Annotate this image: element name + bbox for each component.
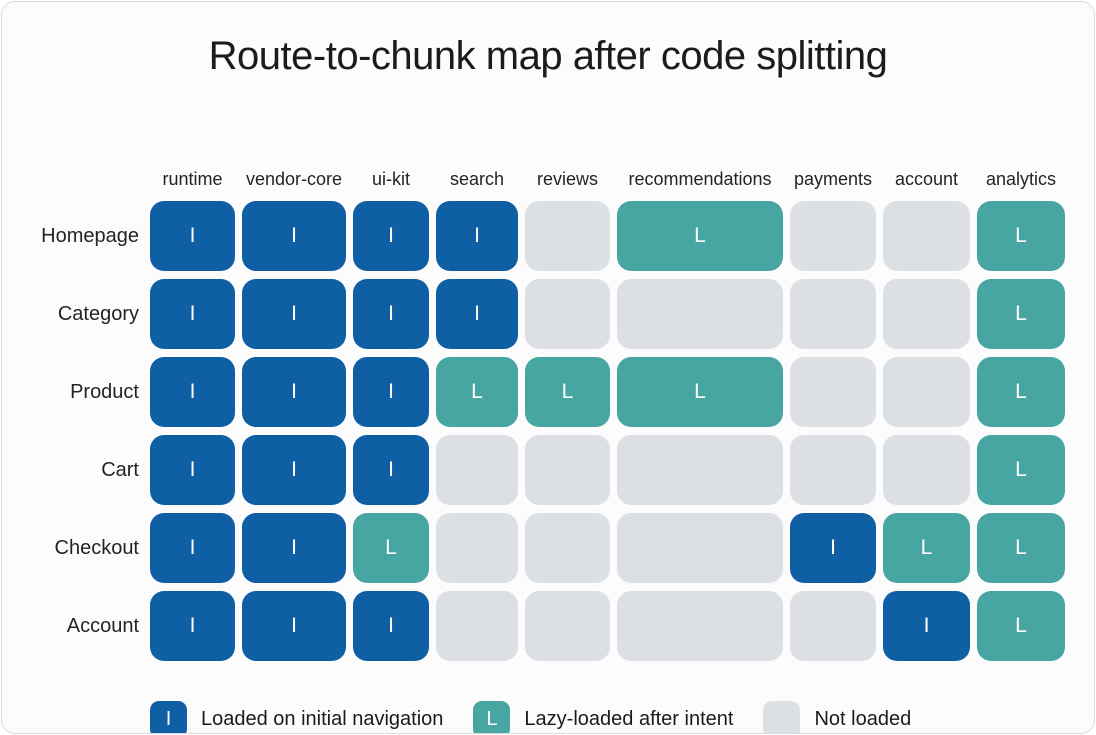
legend-swatch-none (763, 701, 801, 733)
matrix-cell-product-reviews: L (525, 357, 610, 427)
row-label-cart: Cart (101, 458, 139, 481)
matrix-grid: runtime vendor-core ui-kit search reviews rec… (36, 123, 1065, 661)
matrix-cell-homepage-vendor-core: I (242, 201, 346, 271)
matrix-cell-cart-search (436, 435, 518, 505)
matrix-cell-category-runtime: I (150, 279, 235, 349)
matrix-cell-cart-ui-kit: I (353, 435, 429, 505)
matrix-cell-product-ui-kit: I (353, 357, 429, 427)
column-header-recommendations: recommendations (628, 169, 772, 189)
matrix-cell-cart-runtime: I (150, 435, 235, 505)
legend-item-initial: I Loaded on initial navigation (150, 701, 444, 733)
matrix-cell-cart-reviews (525, 435, 610, 505)
matrix-cell-account-ui-kit: I (353, 591, 429, 661)
matrix-cell-account-runtime: I (150, 591, 235, 661)
matrix-cell-homepage-ui-kit: I (353, 201, 429, 271)
matrix-cell-category-analytics: L (977, 279, 1065, 349)
matrix-cell-checkout-vendor-core: I (242, 513, 346, 583)
matrix-cell-product-search: L (436, 357, 518, 427)
matrix-cell-homepage-analytics: L (977, 201, 1065, 271)
matrix-cell-checkout-ui-kit: L (353, 513, 429, 583)
row-label-homepage: Homepage (41, 224, 139, 247)
matrix-cell-cart-recommendations (617, 435, 783, 505)
matrix-cell-category-payments (790, 279, 876, 349)
legend-item-lazy: L Lazy-loaded after intent (473, 701, 734, 733)
column-header-reviews: reviews (536, 169, 598, 189)
matrix-cell-checkout-runtime: I (150, 513, 235, 583)
matrix-cell-homepage-reviews (525, 201, 610, 271)
column-header-payments: payments (793, 169, 873, 189)
matrix-cell-homepage-recommendations: L (617, 201, 783, 271)
matrix-cell-checkout-reviews (525, 513, 610, 583)
matrix-cell-category-recommendations (617, 279, 783, 349)
matrix-cell-checkout-search (436, 513, 518, 583)
matrix-cell-category-search: I (436, 279, 518, 349)
matrix-cell-homepage-account (883, 201, 970, 271)
matrix-cell-product-runtime: I (150, 357, 235, 427)
legend-label-none: Not loaded (814, 708, 912, 730)
matrix-cell-homepage-payments (790, 201, 876, 271)
row-label-account: Account (66, 614, 139, 637)
matrix-cell-homepage-search: I (436, 201, 518, 271)
legend-swatch-initial: I (150, 701, 187, 733)
row-label-checkout: Checkout (54, 536, 140, 559)
legend-swatch-lazy: L (473, 701, 511, 733)
chart-title: Route-to-chunk map after code splitting (208, 34, 888, 78)
matrix-cell-account-vendor-core: I (242, 591, 346, 661)
row-label-product: Product (70, 380, 139, 403)
matrix-cell-category-reviews (525, 279, 610, 349)
legend-label-initial: Loaded on initial navigation (201, 708, 444, 730)
legend: I Loaded on initial navigation L Lazy-loade… (150, 701, 1094, 733)
matrix-cell-homepage-runtime: I (150, 201, 235, 271)
column-header-runtime: runtime (162, 169, 223, 189)
matrix-cell-account-reviews (525, 591, 610, 661)
matrix-cell-account-recommendations (617, 591, 783, 661)
matrix-cell-checkout-recommendations (617, 513, 783, 583)
matrix-cell-account-search (436, 591, 518, 661)
matrix-cell-cart-payments (790, 435, 876, 505)
matrix-cell-product-vendor-core: I (242, 357, 346, 427)
matrix-cell-product-account (883, 357, 970, 427)
column-header-ui-kit: ui-kit (371, 169, 410, 189)
matrix-cell-product-analytics: L (977, 357, 1065, 427)
matrix-cell-checkout-payments: I (790, 513, 876, 583)
matrix-cell-product-recommendations: L (617, 357, 783, 427)
legend-label-lazy: Lazy-loaded after intent (524, 708, 734, 730)
matrix-cell-account-payments (790, 591, 876, 661)
matrix-cell-cart-analytics: L (977, 435, 1065, 505)
matrix-cell-account-account: I (883, 591, 970, 661)
matrix-cell-category-account (883, 279, 970, 349)
legend-item-none: Not loaded (763, 701, 912, 733)
column-header-vendor-core: vendor-core (245, 169, 343, 189)
matrix-cell-account-analytics: L (977, 591, 1065, 661)
column-header-search: search (449, 169, 505, 189)
matrix-corner-spacer (36, 123, 143, 193)
matrix-cell-cart-account (883, 435, 970, 505)
matrix-cell-cart-vendor-core: I (242, 435, 346, 505)
column-header-account: account (894, 169, 959, 189)
row-label-category: Category (57, 302, 139, 325)
matrix-cell-category-vendor-core: I (242, 279, 346, 349)
matrix-cell-checkout-analytics: L (977, 513, 1065, 583)
column-header-analytics: analytics (985, 169, 1057, 189)
matrix-cell-checkout-account: L (883, 513, 970, 583)
matrix-cell-product-payments (790, 357, 876, 427)
matrix-cell-category-ui-kit: I (353, 279, 429, 349)
